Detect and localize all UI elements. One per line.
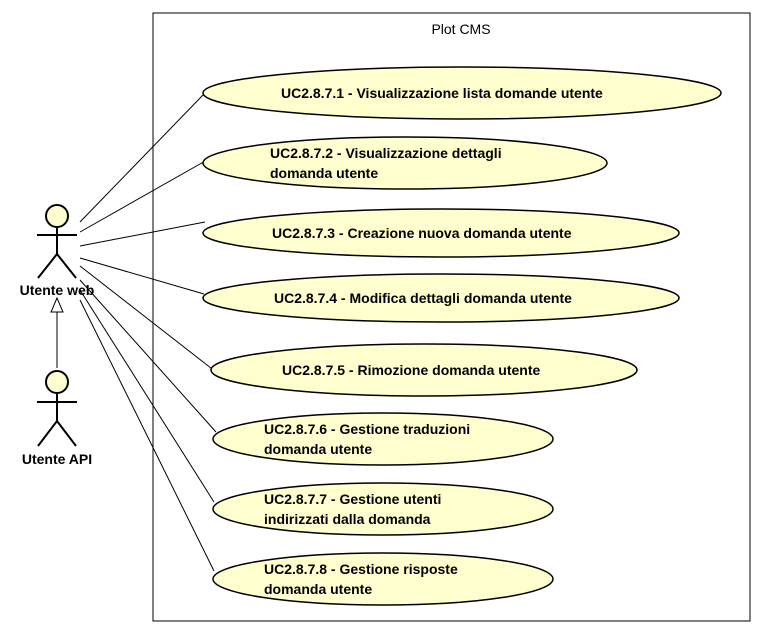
actor-utente-api[interactable]: Utente API (22, 370, 92, 467)
use-case-uc1[interactable]: UC2.8.7.1 - Visualizzazione lista domand… (202, 66, 722, 120)
use-case-label: domanda utente (270, 165, 378, 181)
use-case-ellipse (212, 482, 554, 536)
association-line (79, 221, 206, 247)
use-case-uc6[interactable]: UC2.8.7.6 - Gestione traduzioni domanda u… (212, 412, 554, 466)
use-case-label: UC2.8.7.3 - Creazione nuova domanda uten… (272, 225, 572, 241)
use-case-uc4[interactable]: UC2.8.7.4 - Modifica dettagli domanda ut… (202, 273, 680, 323)
use-case-ellipse (202, 273, 680, 323)
use-case-label: domanda utente (264, 441, 372, 457)
association-line (79, 159, 208, 233)
use-case-ellipse (202, 66, 722, 120)
association-line (79, 289, 215, 503)
actor-right-leg (56, 420, 77, 447)
use-case-ellipse (202, 208, 680, 258)
use-case-uc3[interactable]: UC2.8.7.3 - Creazione nuova domanda uten… (202, 208, 680, 258)
use-case-ellipse (212, 552, 554, 606)
use-case-label: domanda utente (264, 581, 372, 597)
actor-head (45, 204, 69, 228)
use-case-uc2[interactable]: UC2.8.7.2 - Visualizzazione dettagli doma… (202, 136, 608, 190)
use-case-label: UC2.8.7.4 - Modifica dettagli domanda ut… (274, 290, 572, 306)
association-lines (79, 94, 217, 572)
use-case-uc8[interactable]: UC2.8.7.8 - Gestione risposte domanda ute… (212, 552, 554, 606)
use-case-label: UC2.8.7.7 - Gestione utenti (264, 491, 441, 507)
actor-utente-web[interactable]: Utente web (20, 204, 95, 298)
use-case-ellipse (212, 412, 554, 466)
actor-left-leg (37, 253, 58, 279)
use-case-ellipse (210, 343, 638, 397)
association-line (79, 299, 215, 572)
use-case-uc5[interactable]: UC2.8.7.5 - Rimozione domanda utente (210, 343, 638, 397)
association-line (79, 257, 205, 295)
use-case-label: UC2.8.7.5 - Rimozione domanda utente (282, 362, 540, 378)
association-line (79, 265, 217, 373)
association-line (79, 279, 217, 433)
use-case-label: UC2.8.7.8 - Gestione risposte (264, 561, 458, 577)
association-line (79, 94, 204, 223)
use-case-ellipse (202, 136, 608, 190)
use-case-label: UC2.8.7.2 - Visualizzazione dettagli (270, 145, 502, 161)
actor-label-utente-web: Utente web (20, 282, 95, 298)
use-case-label: indirizzati dalla domanda (264, 511, 431, 527)
actor-left-leg (37, 420, 58, 447)
use-cases: UC2.8.7.1 - Visualizzazione lista domand… (202, 66, 722, 606)
system-title: Plot CMS (431, 21, 490, 37)
use-case-uc7[interactable]: UC2.8.7.7 - Gestione utenti indirizzati d… (212, 482, 554, 536)
use-case-label: UC2.8.7.6 - Gestione traduzioni (264, 421, 470, 437)
actor-right-leg (56, 253, 77, 279)
use-case-label: UC2.8.7.1 - Visualizzazione lista domand… (281, 85, 603, 101)
generalization-arrowhead (50, 296, 64, 313)
actor-head (45, 370, 69, 394)
generalization-arrow (50, 296, 64, 368)
actor-label-utente-api: Utente API (22, 451, 92, 467)
